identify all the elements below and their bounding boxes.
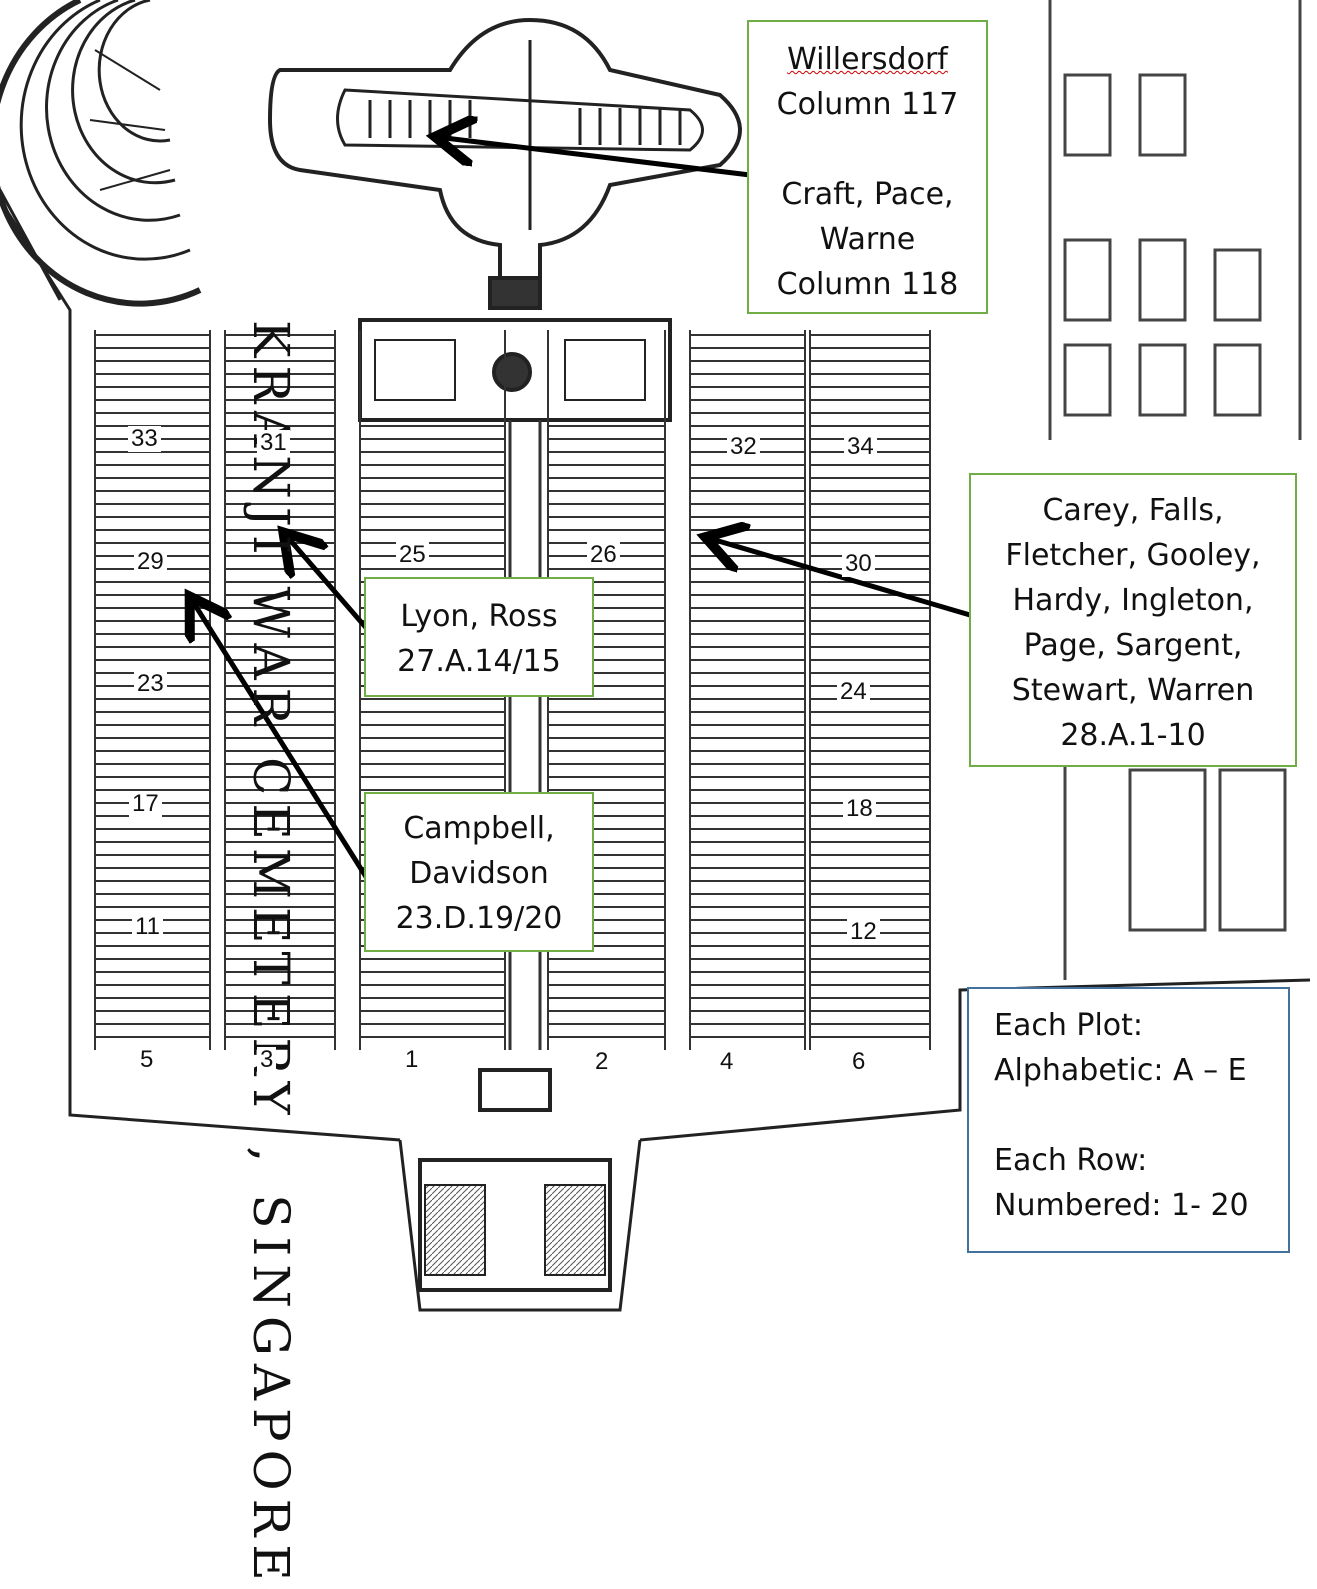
callout-line: 27.A.14/15: [397, 644, 561, 679]
plot-number: 6: [849, 1049, 869, 1075]
arrow-campbell: [195, 605, 371, 883]
central-path: [508, 420, 542, 1050]
callout-line: Willersdorf: [787, 42, 948, 77]
plot-number: 2: [592, 1049, 612, 1075]
callout-line: 28.A.1-10: [1060, 718, 1206, 753]
callout-line: Fletcher, Gooley,: [1005, 538, 1261, 573]
plot-number: 17: [129, 791, 162, 817]
callout-line: Craft, Pace,: [781, 177, 954, 212]
plot-number: 4: [717, 1049, 737, 1075]
plot-number: 34: [844, 434, 877, 460]
callout-line: Stewart, Warren: [1011, 673, 1255, 708]
callout-line: Column 118: [776, 267, 959, 302]
plot-number: 3: [257, 1047, 277, 1073]
callout-line: Column 117: [776, 87, 959, 122]
plot-number: 23: [134, 671, 167, 697]
legend-line: Each Row:: [994, 1143, 1148, 1178]
plot-number: 12: [847, 919, 880, 945]
plot-number: 26: [587, 542, 620, 568]
callout-campbell: Campbell, Davidson 23.D.19/20: [364, 792, 594, 952]
legend-line: Each Plot:: [994, 1008, 1144, 1043]
callout-line: Davidson: [409, 856, 549, 891]
callout-carey: Carey, Falls, Fletcher, Gooley, Hardy, I…: [969, 473, 1297, 767]
pointer-arrows: [195, 138, 973, 883]
callout-line: Carey, Falls,: [1042, 493, 1224, 528]
callout-line: 23.D.19/20: [395, 901, 563, 936]
callout-line: Campbell,: [403, 811, 555, 846]
arrow-carey: [715, 540, 973, 618]
plot-number: 31: [257, 430, 290, 456]
legend-box: Each Plot: Alphabetic: A – E Each Row: N…: [967, 987, 1290, 1253]
callout-lyon: Lyon, Ross 27.A.14/15: [364, 577, 594, 697]
callout-line: Hardy, Ingleton,: [1012, 583, 1254, 618]
arrow-lyon: [290, 540, 371, 633]
callout-line: Page, Sargent,: [1023, 628, 1243, 663]
memorial-building: [267, 17, 742, 310]
plot-number: 33: [128, 426, 161, 452]
plot-number: 25: [396, 542, 429, 568]
legend-line: Numbered: 1- 20: [994, 1188, 1249, 1223]
plot-number: 24: [837, 679, 870, 705]
amphitheatre: [0, 0, 202, 307]
stone-of-remembrance: [358, 318, 672, 422]
cemetery-boundary: [0, 189, 1311, 1312]
arrow-willersdorf: [445, 138, 753, 178]
plot-number: 29: [134, 549, 167, 575]
plot-number: 30: [842, 551, 875, 577]
adjacent-blocks: [1048, 0, 1302, 980]
callout-willersdorf: Willersdorf Column 117 Craft, Pace, Warn…: [747, 20, 988, 314]
plot-number: 1: [402, 1047, 422, 1073]
callout-line: Lyon, Ross: [400, 599, 558, 634]
plot-number: 5: [137, 1047, 157, 1073]
plot-number: 32: [727, 434, 760, 460]
entrance-building: [418, 1068, 612, 1292]
callout-line: Warne: [819, 222, 916, 257]
plot-number: 18: [843, 796, 876, 822]
legend-line: Alphabetic: A – E: [994, 1053, 1247, 1088]
plot-number: 11: [132, 914, 163, 940]
